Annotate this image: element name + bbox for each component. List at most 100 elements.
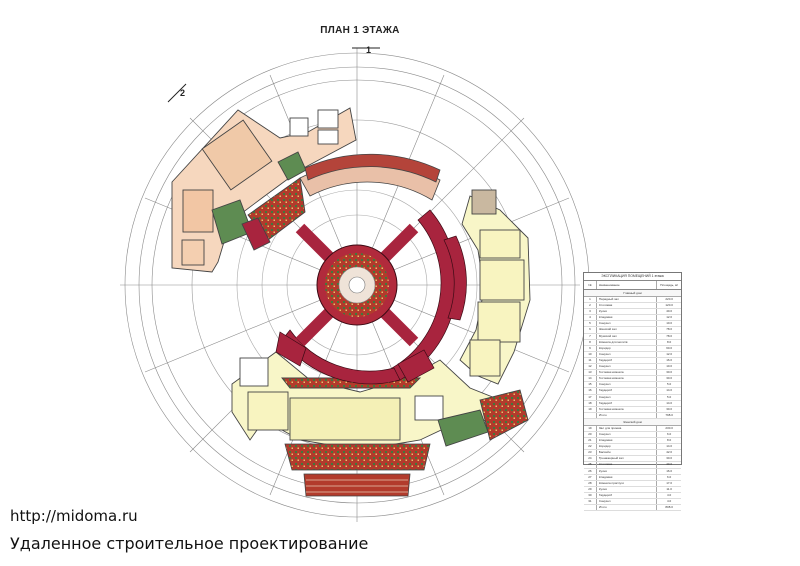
room-number: 20 — [584, 431, 597, 438]
room-area: 14.0 — [666, 400, 673, 405]
room-area: 10.0 — [666, 321, 673, 326]
room-name: Комната прислуги — [597, 480, 658, 486]
womens-house-wing — [171, 107, 357, 273]
room-name: Коридор — [597, 345, 658, 351]
upper-arc-hall — [299, 153, 441, 201]
room-number: 29 — [584, 486, 597, 492]
room-name: Гардероб — [597, 388, 658, 394]
room-number: 27 — [584, 474, 597, 480]
room-name: Гостевая комната — [597, 370, 658, 376]
bottom-terraces — [284, 443, 431, 497]
room-area: 40.0 — [666, 462, 673, 467]
room-name: Итого — [597, 412, 658, 418]
room-name: Коридор — [597, 444, 658, 450]
room-name: Гостевая комната — [597, 406, 658, 412]
room-name: Столовая — [597, 303, 658, 309]
room-name: Бассейн — [597, 450, 658, 456]
room-name: Столовая — [597, 462, 658, 468]
room-area: 16.0 — [666, 357, 673, 362]
room-number: 2 — [584, 303, 597, 309]
room-area: 30.0 — [666, 376, 673, 381]
room-name: Кладовая — [597, 438, 658, 444]
room-schedule-title: ЭКСПЛИКАЦИЯ ПОМЕЩЕНИЙ 1 этажа — [584, 273, 681, 281]
watermark-url: http://midoma.ru — [10, 507, 138, 525]
room-area: 808.0 — [665, 505, 673, 510]
room-name: Санузел — [597, 321, 658, 327]
room-area: 30.0 — [666, 456, 673, 461]
room-area: 798.0 — [665, 412, 673, 417]
room-area: 8.0 — [667, 339, 672, 344]
room-number — [584, 505, 597, 511]
header-area: Площадь, м² — [660, 283, 679, 287]
room-name: Санузел — [597, 431, 658, 438]
room-area: 78.0 — [666, 327, 673, 332]
header-number: № — [584, 281, 597, 289]
room-area: 220.0 — [665, 297, 673, 301]
central-rotunda — [316, 244, 398, 326]
room-name: Комната для молитв — [597, 339, 658, 345]
room-name: Кладовая — [597, 315, 658, 321]
room-area: 10.0 — [666, 364, 673, 369]
room-number: 17 — [584, 394, 597, 400]
room-name: Итого — [597, 505, 658, 511]
section-mark-1-label: 1 — [366, 45, 371, 55]
room-group-heading: Женский дом — [584, 418, 681, 426]
section-mark-1: 1 — [352, 45, 380, 55]
room-area: 14.0 — [666, 444, 673, 449]
room-name: Кладовая — [597, 474, 658, 480]
room-name: Тренажерный зал — [597, 456, 658, 462]
room-area: 60.0 — [666, 345, 673, 350]
room-number: 18 — [584, 400, 597, 406]
room-area: 42.0 — [666, 450, 673, 455]
room-number: 11 — [584, 357, 597, 364]
room-name: Кухня — [597, 468, 658, 474]
room-area: 14.0 — [666, 388, 673, 393]
room-name: Парадный зал — [597, 297, 658, 303]
room-name: Женский зал — [597, 327, 658, 333]
room-area: 30.0 — [666, 406, 673, 411]
room-area: 78.0 — [666, 333, 673, 338]
room-number: 23 — [584, 450, 597, 456]
room-area: 4.0 — [667, 499, 672, 503]
room-area: 40.0 — [666, 309, 673, 314]
room-name: Гостевая комната — [597, 376, 658, 382]
room-number: 25 — [584, 462, 597, 468]
plan-title: ПЛАН 1 ЭТАЖА — [320, 25, 400, 36]
room-name: Зал для приема — [597, 425, 658, 431]
room-number: 14 — [584, 376, 597, 382]
section-mark-2: 2 — [167, 83, 187, 103]
room-row: Итого 798.0 — [584, 412, 681, 419]
room-area: 4.0 — [667, 492, 672, 497]
room-number: 16 — [584, 388, 597, 394]
room-number: 13 — [584, 370, 597, 376]
room-area: 11.0 — [666, 486, 672, 491]
room-name: Гардероб — [597, 357, 658, 364]
room-number: 21 — [584, 438, 597, 444]
room-area: 16.0 — [666, 468, 673, 473]
